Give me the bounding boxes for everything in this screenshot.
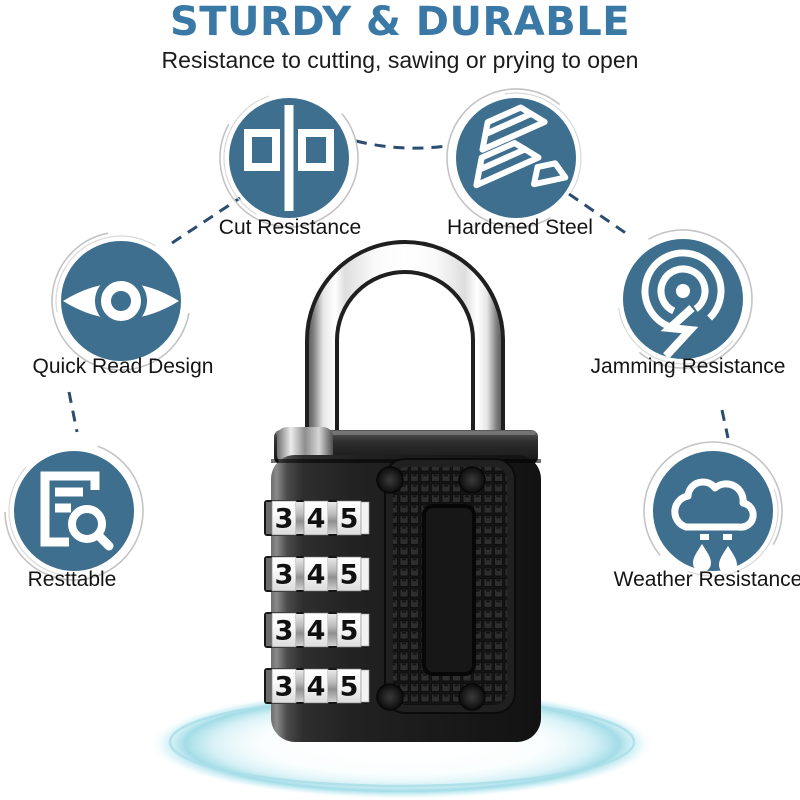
connector-line — [720, 409, 730, 439]
signal-jam-icon — [613, 229, 753, 369]
dial-digit: 5 — [340, 672, 359, 703]
screw — [458, 466, 486, 494]
dial-digit: 4 — [307, 616, 326, 647]
header: STURDY & DURABLE Resistance to cutting, … — [0, 0, 800, 74]
dial-digit: 3 — [275, 504, 294, 535]
dial-row: 3 4 5 — [264, 612, 370, 648]
feature-label-quick-read-design: Quick Read Design — [32, 355, 214, 378]
padlock: 3 4 5 3 4 5 — [264, 240, 541, 742]
screw — [376, 683, 404, 711]
dial-digit: 3 — [275, 560, 294, 591]
connector-line — [355, 139, 447, 150]
feature-label-weather-resistance: Weather Resistance — [613, 568, 800, 591]
dial-digit: 4 — [307, 560, 326, 591]
page-subtitle: Resistance to cutting, sawing or prying … — [161, 47, 639, 73]
page-title: STURDY & DURABLE — [169, 0, 631, 45]
dial-digit: 5 — [340, 504, 359, 535]
dial-digit: 3 — [275, 672, 294, 703]
screw — [376, 466, 404, 494]
padlock-recess — [422, 504, 476, 676]
dial-digit: 5 — [340, 616, 359, 647]
dial-digit: 5 — [340, 560, 359, 591]
dial-digit: 3 — [275, 616, 294, 647]
bolt-cutter-icon — [219, 88, 359, 228]
dial-digit: 4 — [307, 504, 326, 535]
rain-cloud-icon — [643, 441, 783, 581]
dial-row: 3 4 5 — [264, 500, 370, 536]
feature-label-cut-resistance: Cut Resistance — [218, 216, 362, 239]
document-search-icon — [4, 441, 144, 581]
dial-row: 3 4 5 — [264, 556, 370, 592]
feature-label-resttable: Resttable — [27, 568, 117, 591]
connector-line — [171, 196, 241, 245]
connector-lines — [67, 139, 730, 439]
connector-line — [67, 391, 79, 433]
eye-icon — [51, 231, 191, 371]
dial-row: 3 4 5 — [264, 668, 370, 704]
steel-ingots-icon — [446, 88, 586, 228]
feature-label-jamming-resistance: Jamming Resistance — [590, 355, 786, 378]
connector-line — [568, 192, 631, 238]
screw — [458, 683, 486, 711]
padlock-shackle — [305, 240, 505, 452]
feature-label-hardened-steel: Hardened Steel — [447, 216, 593, 239]
dial-digit: 4 — [307, 672, 326, 703]
